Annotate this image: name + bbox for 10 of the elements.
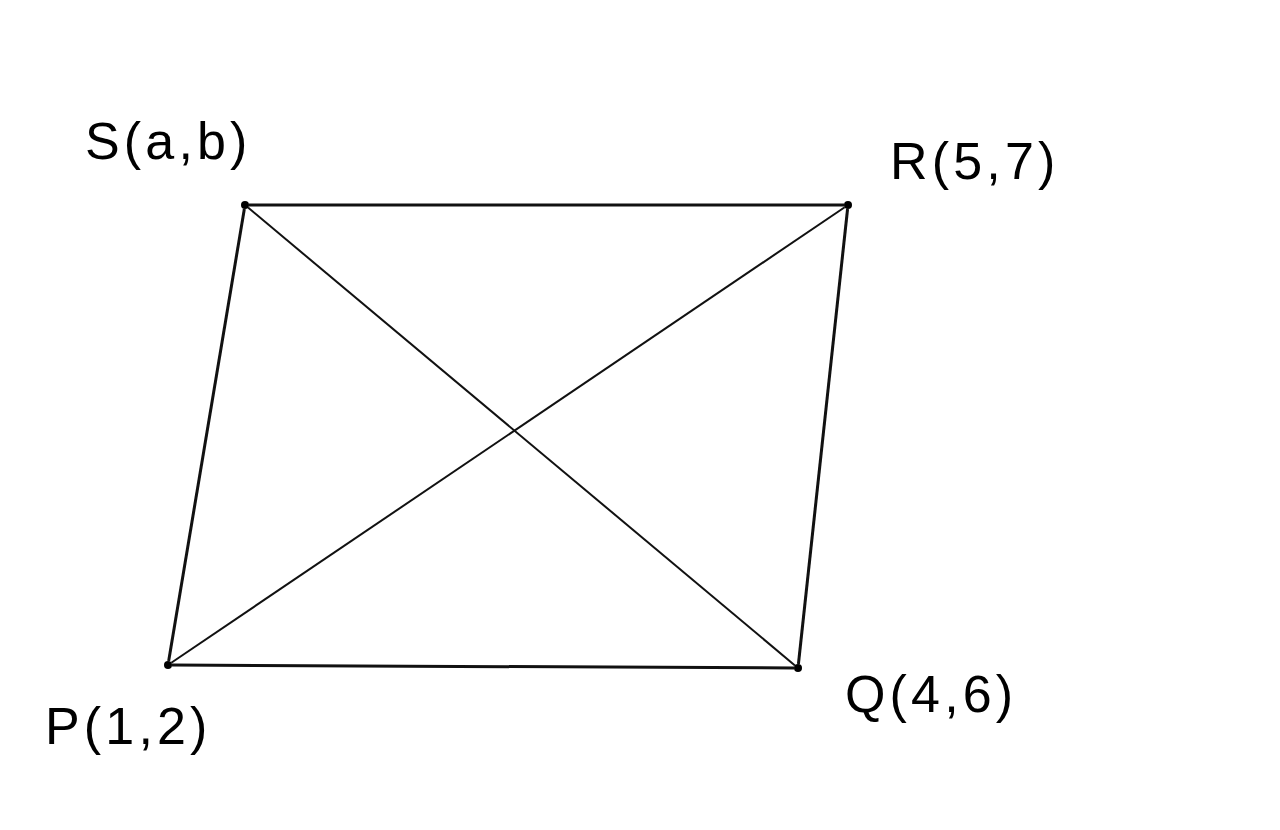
vertex-point: [844, 201, 852, 209]
line-segment: [170, 206, 846, 664]
line-segment: [172, 663, 794, 670]
vertex-point: [794, 664, 802, 672]
line-segment: [249, 203, 844, 207]
line-segment: [167, 208, 246, 662]
vertex-point: [164, 661, 172, 669]
line-segment: [247, 206, 796, 667]
vertex-point: [241, 201, 249, 209]
line-segment: [796, 208, 850, 665]
